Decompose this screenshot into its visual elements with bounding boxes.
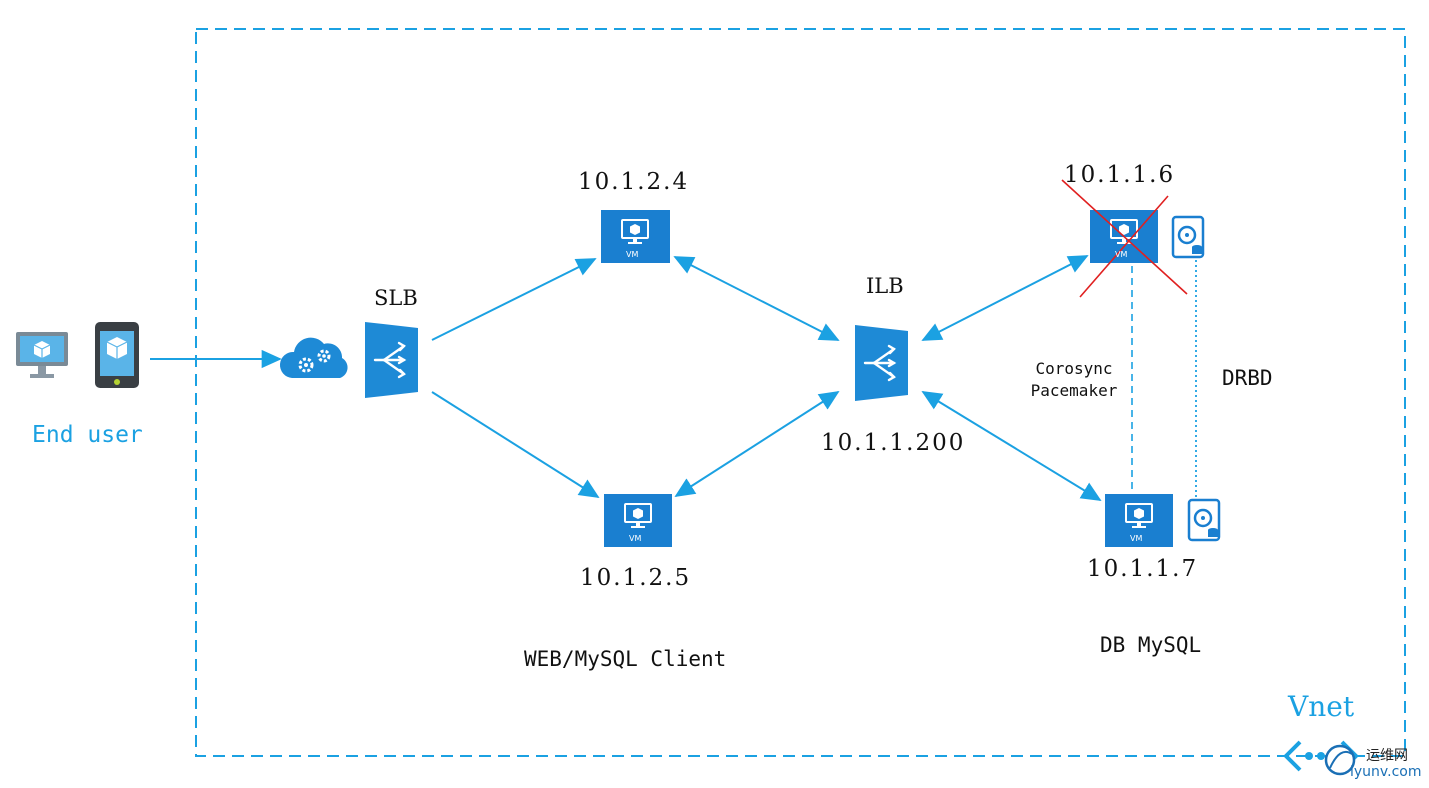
disk-top-icon: [1171, 215, 1205, 259]
vm-badge-web-top: VM: [626, 250, 639, 259]
watermark-url: iyunv.com: [1350, 764, 1422, 780]
cloud-service-icon: [279, 337, 348, 378]
ilb-load-balancer-icon: [855, 325, 908, 401]
corosync-label: Corosync: [1035, 359, 1113, 378]
edge-ilb-db-top: [921, 255, 1089, 341]
db-tier-caption: DB MySQL: [1100, 633, 1202, 657]
edge-ilb-db-bottom: [921, 391, 1102, 501]
edge-web-bottom-ilb: [674, 391, 840, 497]
vm-web-top-icon: [601, 210, 670, 263]
ilb-label: ILB: [866, 274, 904, 298]
web-tier-caption: WEB/MySQL Client: [524, 647, 727, 671]
end-user-label: End user: [32, 422, 143, 448]
vm-badge-web-bottom: VM: [629, 534, 642, 543]
vm-badge-db-top: VM: [1115, 250, 1128, 259]
vm-db-top-ip: 10.1.1.6: [1064, 162, 1176, 188]
vm-db-bottom-icon: [1105, 494, 1173, 547]
watermark-logo-icon: [1324, 744, 1356, 776]
edge-web-top-ilb: [673, 256, 840, 341]
pacemaker-label: Pacemaker: [1030, 381, 1118, 400]
vnet-label: Vnet: [1288, 690, 1355, 723]
slb-label: SLB: [374, 286, 418, 310]
vm-db-bottom-ip: 10.1.1.7: [1087, 556, 1199, 582]
ilb-ip-label: 10.1.1.200: [821, 430, 966, 456]
disk-bottom-icon: [1187, 498, 1221, 542]
watermark-cn: 运维网: [1366, 748, 1408, 764]
desktop-icon: [16, 332, 68, 378]
edge-slb-to-web-top: [431, 258, 597, 341]
drbd-label: DRBD: [1222, 366, 1273, 390]
vm-badge-db-bottom: VM: [1130, 534, 1143, 543]
mobile-device-icon: [95, 322, 139, 388]
vm-web-top-ip: 10.1.2.4: [578, 169, 690, 195]
slb-load-balancer-icon: [365, 322, 418, 398]
vm-web-bottom-icon: [604, 494, 672, 547]
edge-slb-to-web-bottom: [431, 391, 600, 498]
cluster-stack-label: Corosync Pacemaker: [1019, 358, 1129, 402]
failure-cross-mark: [1061, 179, 1188, 298]
vm-web-bottom-ip: 10.1.2.5: [580, 565, 692, 591]
